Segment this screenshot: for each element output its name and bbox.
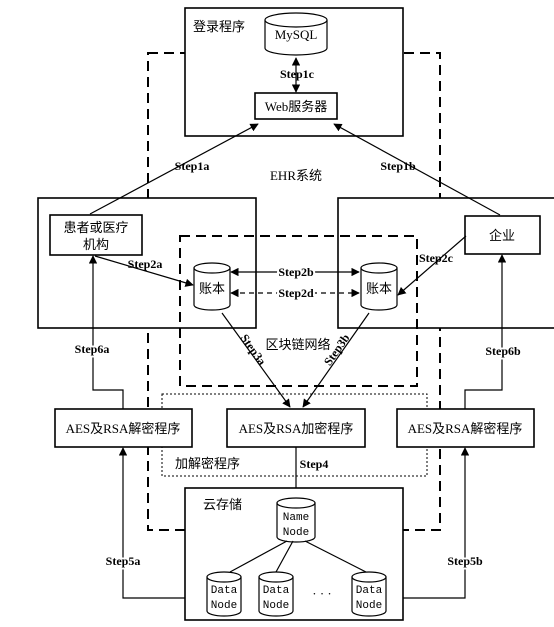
data-node-3-cylinder-icon bbox=[351, 571, 387, 617]
step6a-arrow bbox=[88, 255, 124, 409]
enterprise-label: 企业 bbox=[489, 228, 515, 243]
name-to-data-right-link bbox=[304, 540, 367, 573]
name-node-label-line2: Node bbox=[283, 527, 309, 539]
login-program-title: 登录程序 bbox=[193, 19, 245, 34]
data-node-2-label-line1: Data bbox=[263, 585, 290, 597]
step1a-label: Step1a bbox=[175, 159, 210, 173]
crypto-group-label: 加解密程序 bbox=[175, 456, 240, 471]
encrypt-label: AES及RSA加密程序 bbox=[239, 421, 354, 436]
patient-label-line1: 患者或医疗 bbox=[63, 220, 128, 235]
step5a-label: Step5a bbox=[106, 554, 141, 568]
data-node-1-cylinder-icon bbox=[206, 571, 242, 617]
mysql-label: MySQL bbox=[275, 27, 318, 42]
encrypt-box bbox=[226, 408, 366, 448]
mysql-database-icon bbox=[264, 12, 328, 56]
step3a-label: Step3a bbox=[238, 331, 269, 367]
right-ledger-label: 账本 bbox=[366, 281, 392, 296]
step2c-label: Step2c bbox=[419, 251, 454, 265]
blockchain-network-boundary bbox=[179, 235, 418, 387]
step2a-arrow bbox=[94, 255, 194, 287]
enterprise-box bbox=[464, 215, 541, 255]
step1b-arrow bbox=[333, 123, 501, 216]
step4-label: Step4 bbox=[300, 457, 329, 471]
step5b-label: Step5b bbox=[447, 554, 483, 568]
step3b-arrow bbox=[302, 312, 370, 408]
name-node-label-line1: Name bbox=[283, 512, 309, 524]
left-ledger-label: 账本 bbox=[199, 281, 225, 296]
step5b-arrow bbox=[403, 447, 470, 599]
ehr-system-label: EHR系统 bbox=[270, 168, 322, 183]
web-server-box bbox=[254, 92, 338, 120]
data-node-3-label-line2: Node bbox=[356, 600, 382, 612]
web-server-label: Web服务器 bbox=[265, 99, 328, 114]
decrypt-left-box bbox=[54, 408, 193, 448]
step6b-label: Step6b bbox=[485, 344, 521, 358]
step1a-arrow bbox=[89, 123, 259, 215]
right-ledger-cylinder-icon bbox=[360, 262, 398, 311]
step1b-label: Step1b bbox=[380, 159, 416, 173]
data-node-2-cylinder-icon bbox=[258, 571, 294, 617]
left-ledger-cylinder-icon bbox=[193, 262, 231, 311]
decrypt-left-label: AES及RSA解密程序 bbox=[66, 421, 181, 436]
step5a-arrow bbox=[118, 447, 185, 599]
step6b-arrow bbox=[464, 254, 507, 409]
data-node-2-label-line2: Node bbox=[263, 600, 289, 612]
cloud-storage-title: 云存储 bbox=[203, 497, 242, 512]
step2d-label: Step2d bbox=[278, 286, 314, 300]
step1c-label: Step1c bbox=[280, 67, 315, 81]
patient-box bbox=[49, 214, 143, 256]
blockchain-network-label: 区块链网络 bbox=[265, 337, 330, 352]
name-node-cylinder-icon bbox=[276, 497, 316, 543]
step6a-label: Step6a bbox=[75, 342, 110, 356]
name-to-data-left-link bbox=[229, 540, 288, 573]
step2c-arrow bbox=[397, 235, 467, 296]
data-node-3-label-line1: Data bbox=[356, 585, 383, 597]
step2b-label: Step2b bbox=[278, 265, 314, 279]
data-node-ellipsis: · · · bbox=[312, 586, 332, 601]
decrypt-right-label: AES及RSA解密程序 bbox=[408, 421, 523, 436]
step3a-arrow bbox=[221, 312, 291, 408]
name-to-data-middle-link bbox=[275, 540, 294, 573]
step2a-label: Step2a bbox=[128, 257, 163, 271]
patient-label-line2: 机构 bbox=[83, 237, 109, 252]
data-node-1-label-line2: Node bbox=[211, 600, 237, 612]
data-node-1-label-line1: Data bbox=[211, 585, 238, 597]
